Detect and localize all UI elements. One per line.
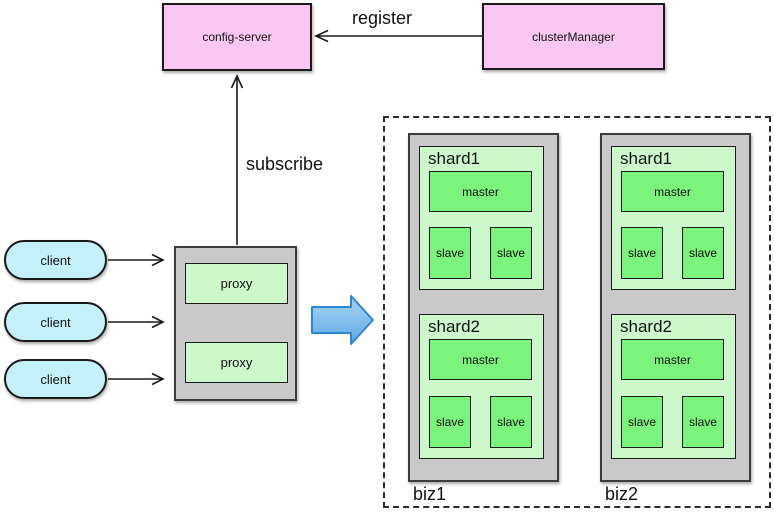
subscribe-edge-label: subscribe xyxy=(246,154,324,174)
slave-node: slave xyxy=(682,396,724,448)
shard-name: shard1 xyxy=(428,149,480,168)
shard-name: shard2 xyxy=(428,317,480,336)
slave-label: slave xyxy=(496,246,525,260)
master-label: master xyxy=(654,352,691,367)
cluster-manager-label: clusterManager xyxy=(532,29,615,44)
proxy-node-1: proxy xyxy=(185,263,288,304)
master-node: master xyxy=(429,339,532,380)
client-label: client xyxy=(40,371,71,387)
client-node-1: client xyxy=(4,240,107,280)
master-node: master xyxy=(621,171,724,212)
biz2-shard1: shard1 master slave slave xyxy=(611,146,736,290)
slave-label: slave xyxy=(627,246,656,260)
master-label: master xyxy=(462,352,499,367)
biz1-container: shard1 master slave slave shard2 master … xyxy=(408,133,559,482)
biz1-label: biz1 xyxy=(413,484,447,504)
flow-arrow-icon xyxy=(311,295,374,345)
master-node: master xyxy=(621,339,724,380)
slave-label: slave xyxy=(435,246,464,260)
client-arrow-2 xyxy=(108,315,165,329)
client-arrow-1 xyxy=(108,253,165,267)
slave-node: slave xyxy=(490,227,532,279)
slave-label: slave xyxy=(688,246,717,260)
biz2-shard2: shard2 master slave slave xyxy=(611,314,736,459)
biz1-shard2: shard2 master slave slave xyxy=(419,314,544,459)
register-arrow xyxy=(314,29,482,43)
biz1-shard1: shard1 master slave slave xyxy=(419,146,544,290)
shard-name: shard1 xyxy=(620,149,672,168)
slave-node: slave xyxy=(621,227,663,279)
cluster-region: shard1 master slave slave shard2 master … xyxy=(383,116,771,508)
slave-node: slave xyxy=(682,227,724,279)
slave-node: slave xyxy=(490,396,532,448)
client-arrow-3 xyxy=(108,372,165,386)
client-label: client xyxy=(40,314,71,330)
client-node-3: client xyxy=(4,359,107,399)
slave-node: slave xyxy=(621,396,663,448)
client-label: client xyxy=(40,252,71,268)
slave-label: slave xyxy=(627,415,656,429)
biz2-container: shard1 master slave slave shard2 master … xyxy=(600,133,751,482)
shard-name: shard2 xyxy=(620,317,672,336)
proxy-node-2: proxy xyxy=(185,342,288,383)
cluster-manager-node: clusterManager xyxy=(482,3,665,70)
slave-node: slave xyxy=(429,396,471,448)
biz2-label: biz2 xyxy=(605,484,639,504)
slave-label: slave xyxy=(496,415,525,429)
slave-label: slave xyxy=(688,415,717,429)
proxy-group: proxy proxy xyxy=(174,246,297,401)
master-node: master xyxy=(429,171,532,212)
proxy-label: proxy xyxy=(220,355,253,370)
proxy-label: proxy xyxy=(220,276,253,291)
register-edge-label: register xyxy=(352,8,413,28)
config-server-node: config-server xyxy=(162,3,312,71)
master-label: master xyxy=(462,184,499,199)
master-label: master xyxy=(654,184,691,199)
subscribe-arrow xyxy=(230,74,244,245)
slave-label: slave xyxy=(435,415,464,429)
client-node-2: client xyxy=(4,302,107,342)
config-server-label: config-server xyxy=(202,30,272,44)
slave-node: slave xyxy=(429,227,471,279)
